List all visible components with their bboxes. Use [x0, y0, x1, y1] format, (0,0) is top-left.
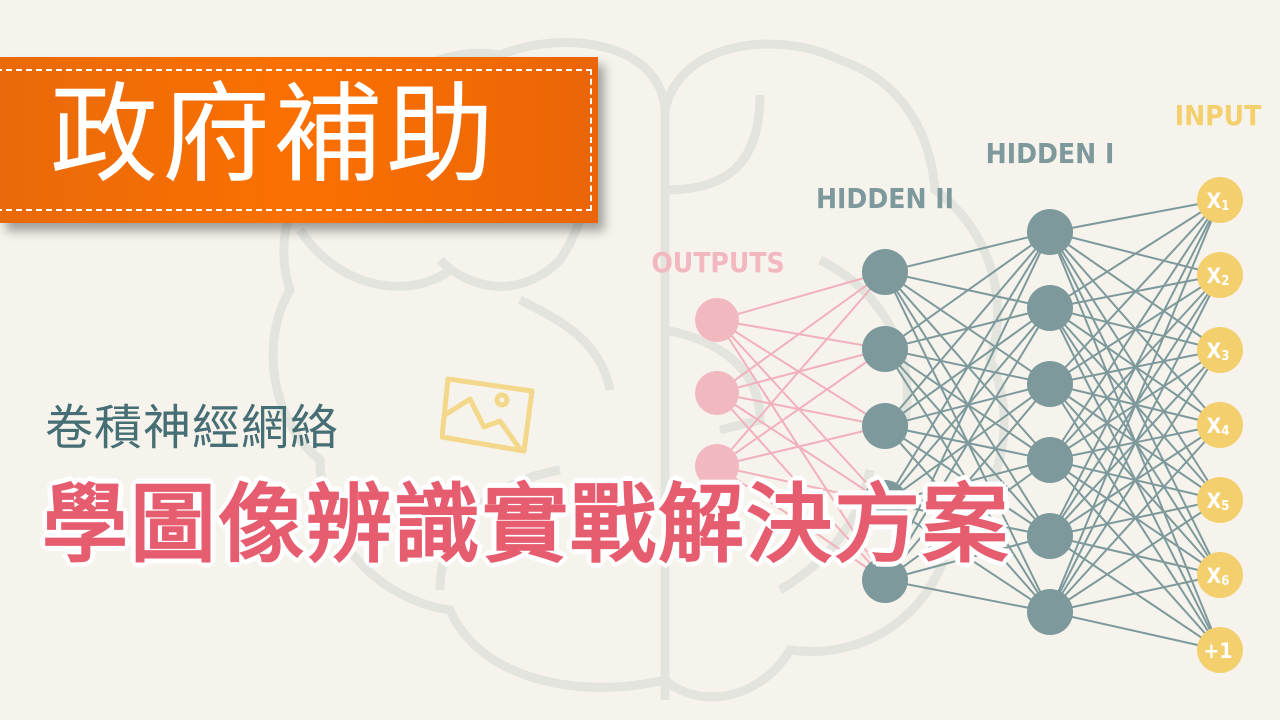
layer-label: HIDDEN II [816, 182, 954, 215]
network-edge [716, 425, 886, 467]
image-icon [440, 376, 535, 454]
network-edge [1049, 199, 1221, 385]
network-edge [716, 319, 886, 581]
network-edge [716, 465, 886, 581]
network-edge [884, 231, 1051, 427]
network-node [695, 371, 739, 415]
network-node [1197, 327, 1243, 373]
government-subsidy-banner: 政府補助 [0, 57, 598, 223]
network-edge [1049, 574, 1221, 613]
network-edge [884, 231, 1051, 273]
network-node [1027, 209, 1073, 255]
network-edge [716, 319, 886, 350]
network-edge [884, 231, 1051, 581]
network-edge [884, 535, 1051, 581]
network-edge [1049, 499, 1221, 613]
network-edge [716, 465, 886, 504]
network-edge [716, 392, 886, 427]
network-node [1197, 627, 1243, 673]
network-node [1197, 477, 1243, 523]
network-node [862, 557, 908, 603]
network-edge [716, 392, 886, 581]
network-node [1027, 437, 1073, 483]
network-edge [884, 307, 1051, 581]
network-edge [1049, 199, 1221, 537]
network-edge [1049, 274, 1221, 613]
network-node [1027, 361, 1073, 407]
network-edge [716, 319, 886, 427]
network-node [1027, 285, 1073, 331]
input-node-label: +1 [1204, 639, 1233, 663]
network-edge [716, 319, 886, 504]
network-edge [1049, 199, 1221, 461]
network-edge [716, 271, 886, 394]
network-edge [1049, 199, 1221, 233]
network-edge [884, 231, 1051, 350]
layer-label: OUTPUTS [651, 246, 784, 279]
network-node [862, 480, 908, 526]
network-edge [884, 579, 1051, 613]
network-node [1027, 589, 1073, 635]
network-edge [884, 459, 1051, 581]
network-edge [1049, 611, 1221, 651]
network-node [862, 403, 908, 449]
network-edge [884, 231, 1051, 504]
network-node [862, 249, 908, 295]
network-node [1027, 513, 1073, 559]
network-node [695, 298, 739, 342]
network-node [862, 326, 908, 372]
network-node [695, 444, 739, 488]
network-edge [716, 348, 886, 467]
network-node [1197, 252, 1243, 298]
network-edge [716, 348, 886, 394]
network-edge [716, 271, 886, 321]
network-edge [884, 383, 1051, 581]
network-edge [1049, 424, 1221, 613]
network-node [1197, 177, 1243, 223]
network-edge [716, 392, 886, 504]
main-title: 學圖像辨識實戰解決方案 [42, 475, 1010, 575]
layer-label: HIDDEN I [986, 137, 1115, 170]
banner-label: 政府補助 [50, 73, 499, 198]
subtitle: 卷積神經網絡 [45, 400, 340, 456]
banner-dashed-border [0, 69, 592, 211]
network-edge [1049, 349, 1221, 613]
layer-label: INPUT [1175, 99, 1262, 132]
network-node [1197, 402, 1243, 448]
network-edge [716, 271, 886, 467]
network-edge [1049, 199, 1221, 309]
network-node [1197, 552, 1243, 598]
network-edge [1049, 199, 1221, 613]
